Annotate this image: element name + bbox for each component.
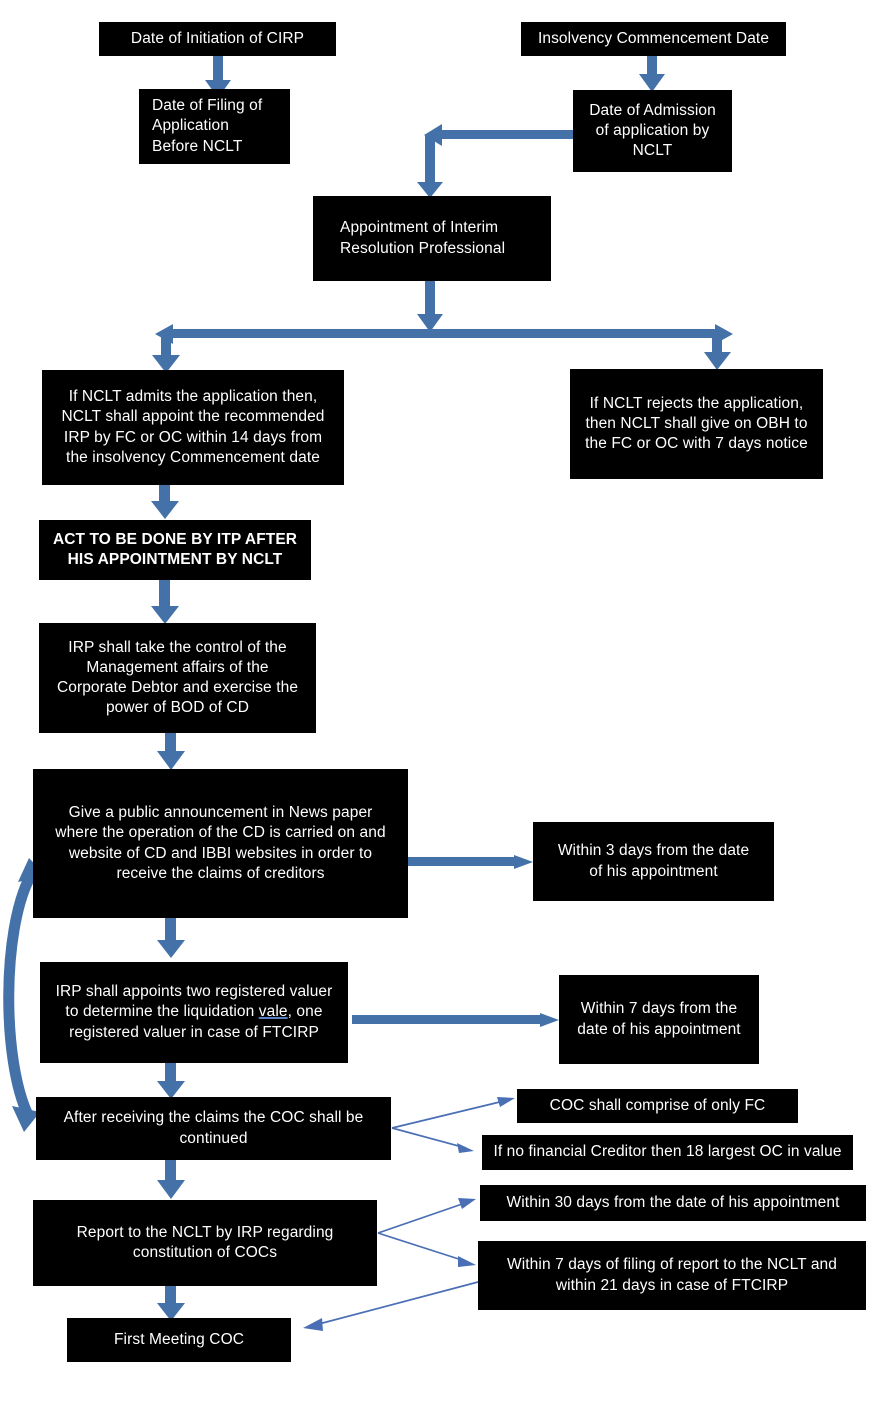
node-date-filing-application[interactable]: Date of Filing of Application Before NCL…: [139, 89, 290, 164]
node-label: Date of Filing of Application Before NCL…: [152, 97, 263, 155]
valuer-line-1: IRP shall appoints two registered valuer: [55, 983, 333, 1001]
node-first-meeting-coc[interactable]: First Meeting COC: [67, 1318, 291, 1362]
arrow-coc-to-no-fc: [391, 1127, 474, 1153]
arrow-admission-to-irp-appointment: [417, 124, 577, 198]
node-label: IRP shall take the control of the Manage…: [56, 638, 299, 717]
node-label: Within 30 days from the date of his appo…: [506, 1193, 840, 1211]
node-nclt-admits-application[interactable]: If NCLT admits the application then, NCL…: [42, 370, 344, 485]
arrow-ftcirp-to-first-meeting: [303, 1281, 479, 1331]
valuer-misspelled-word: vale: [258, 1003, 288, 1021]
node-label: First Meeting COC: [113, 1330, 245, 1348]
arrow-announcement-to-valuer: [157, 918, 185, 958]
node-nclt-rejects-application[interactable]: If NCLT rejects the application, then NC…: [570, 369, 823, 479]
node-label: Date of Admission of application by NCLT: [589, 101, 716, 160]
node-insolvency-commencement-date[interactable]: Insolvency Commencement Date: [521, 22, 786, 56]
node-label: After receiving the claims the COC shall…: [63, 1109, 364, 1147]
arrow-report-to-30days: [377, 1198, 476, 1234]
node-label: ACT TO BE DONE BY ITP AFTER HIS APPOINTM…: [52, 530, 298, 568]
node-label: Appointment of Interim Resolution Profes…: [340, 219, 506, 257]
node-act-to-be-done-by-itp[interactable]: ACT TO BE DONE BY ITP AFTER HIS APPOINTM…: [39, 520, 311, 580]
arrow-control-to-announcement: [157, 733, 185, 770]
node-within-30-days[interactable]: Within 30 days from the date of his appo…: [480, 1185, 866, 1221]
valuer-line-2a: to determine the liquidation: [65, 1003, 259, 1021]
node-label: Within 3 days from the date of his appoi…: [557, 842, 750, 880]
node-coc-only-fc[interactable]: COC shall comprise of only FC: [517, 1089, 798, 1123]
node-label: If no financial Creditor then 18 largest…: [493, 1143, 842, 1161]
node-after-receiving-claims-coc[interactable]: After receiving the claims the COC shall…: [36, 1097, 391, 1160]
node-within-3-days[interactable]: Within 3 days from the date of his appoi…: [533, 822, 774, 901]
node-appointment-interim-resolution-professional[interactable]: Appointment of Interim Resolution Profes…: [313, 196, 551, 281]
arrow-valuer-to-7days: [352, 1013, 559, 1027]
node-label: Within 7 days from the date of his appoi…: [577, 1000, 741, 1038]
node-date-admission-application[interactable]: Date of Admission of application by NCLT: [573, 90, 732, 172]
node-label: Date of Initiation of CIRP: [130, 29, 305, 47]
node-within-7-days[interactable]: Within 7 days from the date of his appoi…: [559, 975, 759, 1064]
arrow-split-bar: [152, 324, 733, 373]
arrow-commencement-to-admission: [639, 55, 665, 92]
arrow-report-to-7days-filing: [377, 1232, 476, 1267]
node-label: Within 7 days of filing of report to the…: [507, 1256, 837, 1294]
arrow-appointment-to-split: [417, 281, 443, 332]
node-no-financial-creditor[interactable]: If no financial Creditor then 18 largest…: [482, 1135, 853, 1170]
valuer-line-2b: , one: [287, 1003, 323, 1021]
arrow-report-to-first-meeting: [157, 1285, 185, 1321]
node-label: If NCLT rejects the application, then NC…: [585, 394, 808, 453]
node-label: Report to the NCLT by IRP regarding cons…: [76, 1223, 334, 1261]
arrow-coc-to-only-fc: [391, 1097, 515, 1129]
arrow-announcement-to-3days: [408, 855, 533, 869]
node-irp-appoints-registered-valuer[interactable]: IRP shall appoints two registered valuer…: [40, 962, 348, 1063]
arrow-valuer-to-coc: [157, 1063, 185, 1099]
node-label: If NCLT admits the application then, NCL…: [61, 388, 325, 466]
node-label: Give a public announcement in News paper…: [55, 804, 386, 882]
node-within-7-days-filing[interactable]: Within 7 days of filing of report to the…: [478, 1241, 866, 1310]
arrow-admits-to-act: [151, 485, 179, 519]
node-date-initiation-cirp[interactable]: Date of Initiation of CIRP: [99, 22, 336, 56]
node-label: Insolvency Commencement Date: [537, 29, 770, 47]
arrow-coc-to-report: [157, 1160, 185, 1199]
arrow-act-to-control: [151, 580, 179, 624]
node-public-announcement[interactable]: Give a public announcement in News paper…: [33, 769, 408, 918]
node-label: IRP shall appoints two registered valuer…: [48, 982, 340, 1042]
node-irp-take-control-management[interactable]: IRP shall take the control of the Manage…: [39, 623, 316, 733]
valuer-line-3: registered valuer in case of FTCIRP: [69, 1023, 319, 1041]
node-label: COC shall comprise of only FC: [549, 1096, 766, 1114]
node-report-to-nclt[interactable]: Report to the NCLT by IRP regarding cons…: [33, 1200, 377, 1286]
